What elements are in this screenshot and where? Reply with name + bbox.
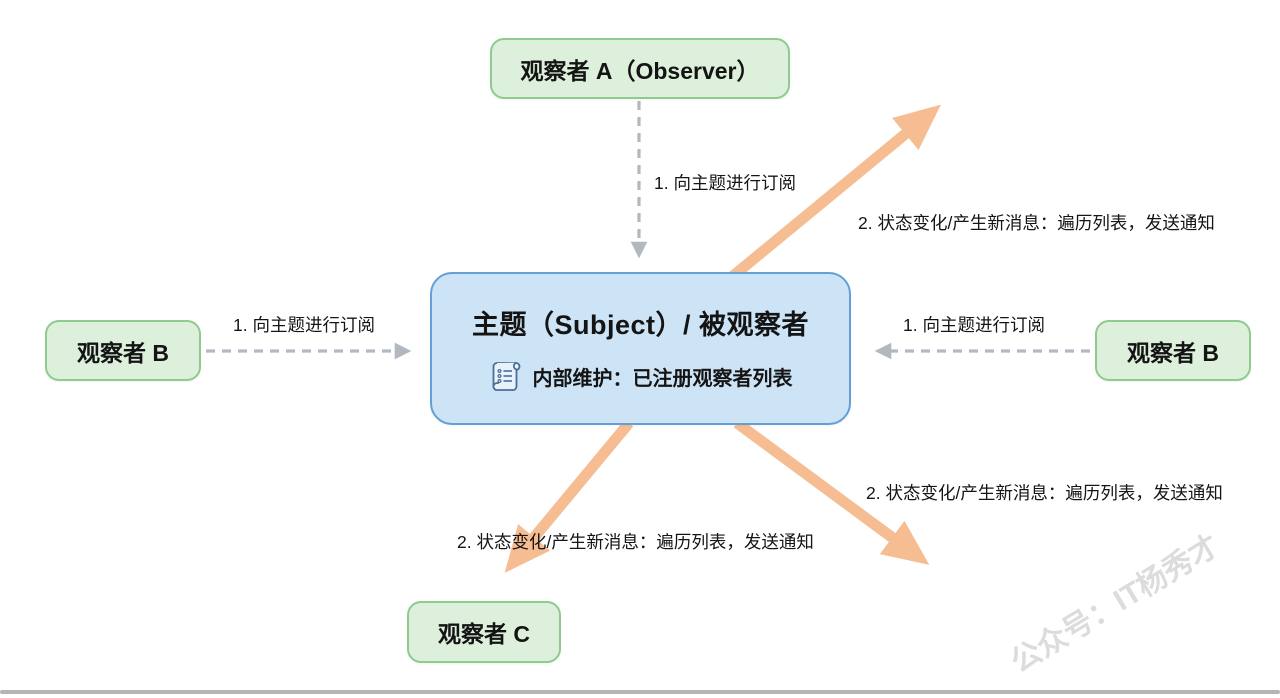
- label-notify-top-right: 2. 状态变化/产生新消息：遍历列表，发送通知: [858, 213, 1215, 233]
- label-subscribe-left: 1. 向主题进行订阅: [233, 315, 375, 335]
- node-observer-b-right: 观察者 B: [1095, 320, 1251, 381]
- edge-notify-bottom-left: [504, 419, 634, 573]
- label-subscribe-top: 1. 向主题进行订阅: [654, 173, 796, 193]
- node-subject: 主题（Subject）/ 被观察者 内部维护：已注册观察者列表: [430, 272, 851, 425]
- edge-notify-top-right: [729, 104, 941, 281]
- subject-note-row: 内部维护：已注册观察者列表: [489, 358, 793, 394]
- node-observer-a: 观察者 A（Observer）: [490, 38, 790, 99]
- edge-notify-bottom-right: [733, 418, 930, 565]
- subject-note-label: 内部维护：已注册观察者列表: [532, 367, 793, 390]
- subject-title: 主题（Subject）/ 被观察者: [471, 310, 810, 340]
- node-observer-b-left: 观察者 B: [45, 320, 201, 381]
- node-observer-c-label: 观察者 C: [438, 621, 530, 647]
- node-observer-c: 观察者 C: [407, 601, 561, 663]
- label-subscribe-right: 1. 向主题进行订阅: [903, 315, 1045, 335]
- node-observer-a-label: 观察者 A（Observer）: [520, 57, 760, 84]
- label-notify-bottom-left: 2. 状态变化/产生新消息：遍历列表，发送通知: [457, 532, 814, 552]
- node-observer-b-left-label: 观察者 B: [77, 339, 169, 366]
- bottom-strip: [0, 690, 1280, 694]
- label-notify-bottom-right: 2. 状态变化/产生新消息：遍历列表，发送通知: [866, 483, 1223, 503]
- scroll-list-icon: [492, 361, 520, 391]
- node-observer-b-right-label: 观察者 B: [1127, 339, 1219, 366]
